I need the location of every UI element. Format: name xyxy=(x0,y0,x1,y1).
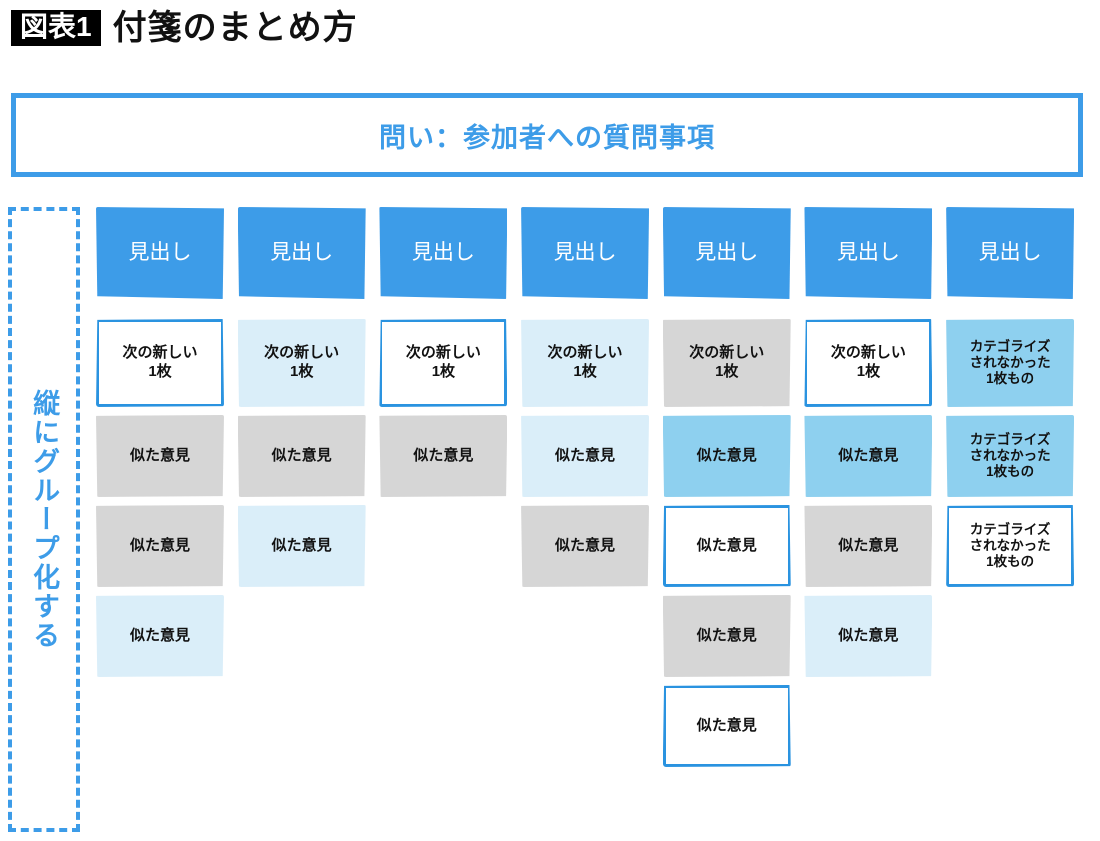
sticky-note-text: 似た意見 xyxy=(838,626,899,644)
question-banner: 問い：参加者への質問事項 xyxy=(11,93,1083,177)
page-title: 図表1 付箋のまとめ方 xyxy=(11,10,358,46)
vertical-grouping-box: 縦にグループ化する xyxy=(8,207,80,832)
column-header-note[interactable]: 見出し xyxy=(521,207,650,299)
sticky-note[interactable]: 似た意見 xyxy=(521,505,650,587)
sticky-note-text: 似た意見 xyxy=(696,716,757,734)
figure-title-text: 付箋のまとめ方 xyxy=(112,9,358,47)
sticky-note-text: 似た意見 xyxy=(555,446,616,464)
question-banner-text: 問い：参加者への質問事項 xyxy=(379,122,715,153)
sticky-note-text: 似た意見 xyxy=(129,536,190,554)
sticky-note-text: 似た意見 xyxy=(696,626,757,644)
sticky-note[interactable]: 似た意見 xyxy=(96,505,224,587)
sticky-note-text: 似た意見 xyxy=(838,536,899,554)
figure-number-badge: 図表1 xyxy=(11,10,101,46)
column-header-note[interactable]: 見出し xyxy=(96,207,224,299)
sticky-note[interactable]: 似た意見 xyxy=(521,415,650,497)
sticky-note[interactable]: 似た意見 xyxy=(237,415,366,497)
sticky-note-text: 似た意見 xyxy=(413,446,474,464)
sticky-note-text: 似た意見 xyxy=(271,536,332,554)
sticky-note[interactable]: 似た意見 xyxy=(237,505,366,587)
sticky-note[interactable]: 似た意見 xyxy=(662,415,791,497)
sticky-note[interactable]: 似た意見 xyxy=(662,505,791,587)
sticky-note[interactable]: 似た意見 xyxy=(662,685,791,767)
column-header-note[interactable]: 見出し xyxy=(379,207,508,299)
sticky-note[interactable]: 似た意見 xyxy=(379,415,508,497)
sticky-note-text: 似た意見 xyxy=(696,446,757,464)
sticky-note-text: 似た意見 xyxy=(838,446,899,464)
sticky-note[interactable]: 似た意見 xyxy=(804,505,933,587)
column-header-note[interactable]: 見出し xyxy=(804,207,933,299)
sticky-note[interactable]: 似た意見 xyxy=(804,415,933,497)
sticky-note[interactable]: 似た意見 xyxy=(662,595,791,677)
vertical-grouping-label: 縦にグループ化する xyxy=(29,389,60,650)
sticky-note-text: 似た意見 xyxy=(129,626,190,644)
column-header-note[interactable]: 見出し xyxy=(662,207,791,299)
sticky-note[interactable]: 似た意見 xyxy=(96,415,224,497)
sticky-note-text: 似た意見 xyxy=(696,536,757,554)
sticky-note[interactable]: 似た意見 xyxy=(96,595,224,677)
sticky-note-text: 似た意見 xyxy=(555,536,616,554)
sticky-note[interactable]: 似た意見 xyxy=(804,595,933,677)
sticky-note-text: 似た意見 xyxy=(271,446,332,464)
column-header-note[interactable]: 見出し xyxy=(237,207,366,299)
column-header-note[interactable]: 見出し xyxy=(946,207,1075,299)
sticky-note-text: 似た意見 xyxy=(129,446,190,464)
